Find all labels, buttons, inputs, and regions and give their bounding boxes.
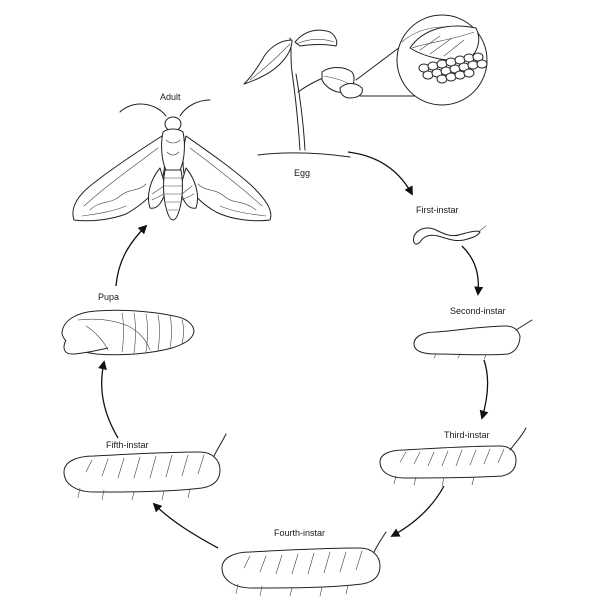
stage-label-egg: Egg xyxy=(294,168,311,178)
arrow-first-to-second xyxy=(461,245,484,296)
egg-illustration xyxy=(243,14,488,158)
pupa-illustration xyxy=(61,309,195,356)
fifth-instar-illustration xyxy=(63,433,227,501)
stage-label-first-instar: First-instar xyxy=(416,205,459,215)
stage-label-fifth-instar: Fifth-instar xyxy=(106,440,149,450)
stage-label-pupa: Pupa xyxy=(98,292,120,302)
cycle-arrows xyxy=(98,151,489,549)
first-instar-illustration xyxy=(413,225,487,245)
stage-label-second-instar: Second-instar xyxy=(450,306,506,316)
egg-cluster xyxy=(418,52,488,84)
arrow-second-to-third xyxy=(479,359,489,420)
arrow-fourth-to-fifth xyxy=(152,502,219,549)
arrow-fifth-to-pupa xyxy=(98,360,119,439)
arrow-egg-to-first xyxy=(347,151,413,196)
arrow-third-to-fourth xyxy=(390,485,445,537)
stage-label-adult: Adult xyxy=(160,92,181,102)
stage-label-fourth-instar: Fourth-instar xyxy=(274,528,326,538)
stage-label-third-instar: Third-instar xyxy=(444,430,490,440)
arrow-pupa-to-adult xyxy=(115,224,148,287)
fourth-instar-illustration xyxy=(221,531,387,597)
adult-moth-illustration xyxy=(72,99,272,222)
third-instar-illustration xyxy=(379,427,527,487)
second-instar-illustration xyxy=(413,319,533,360)
